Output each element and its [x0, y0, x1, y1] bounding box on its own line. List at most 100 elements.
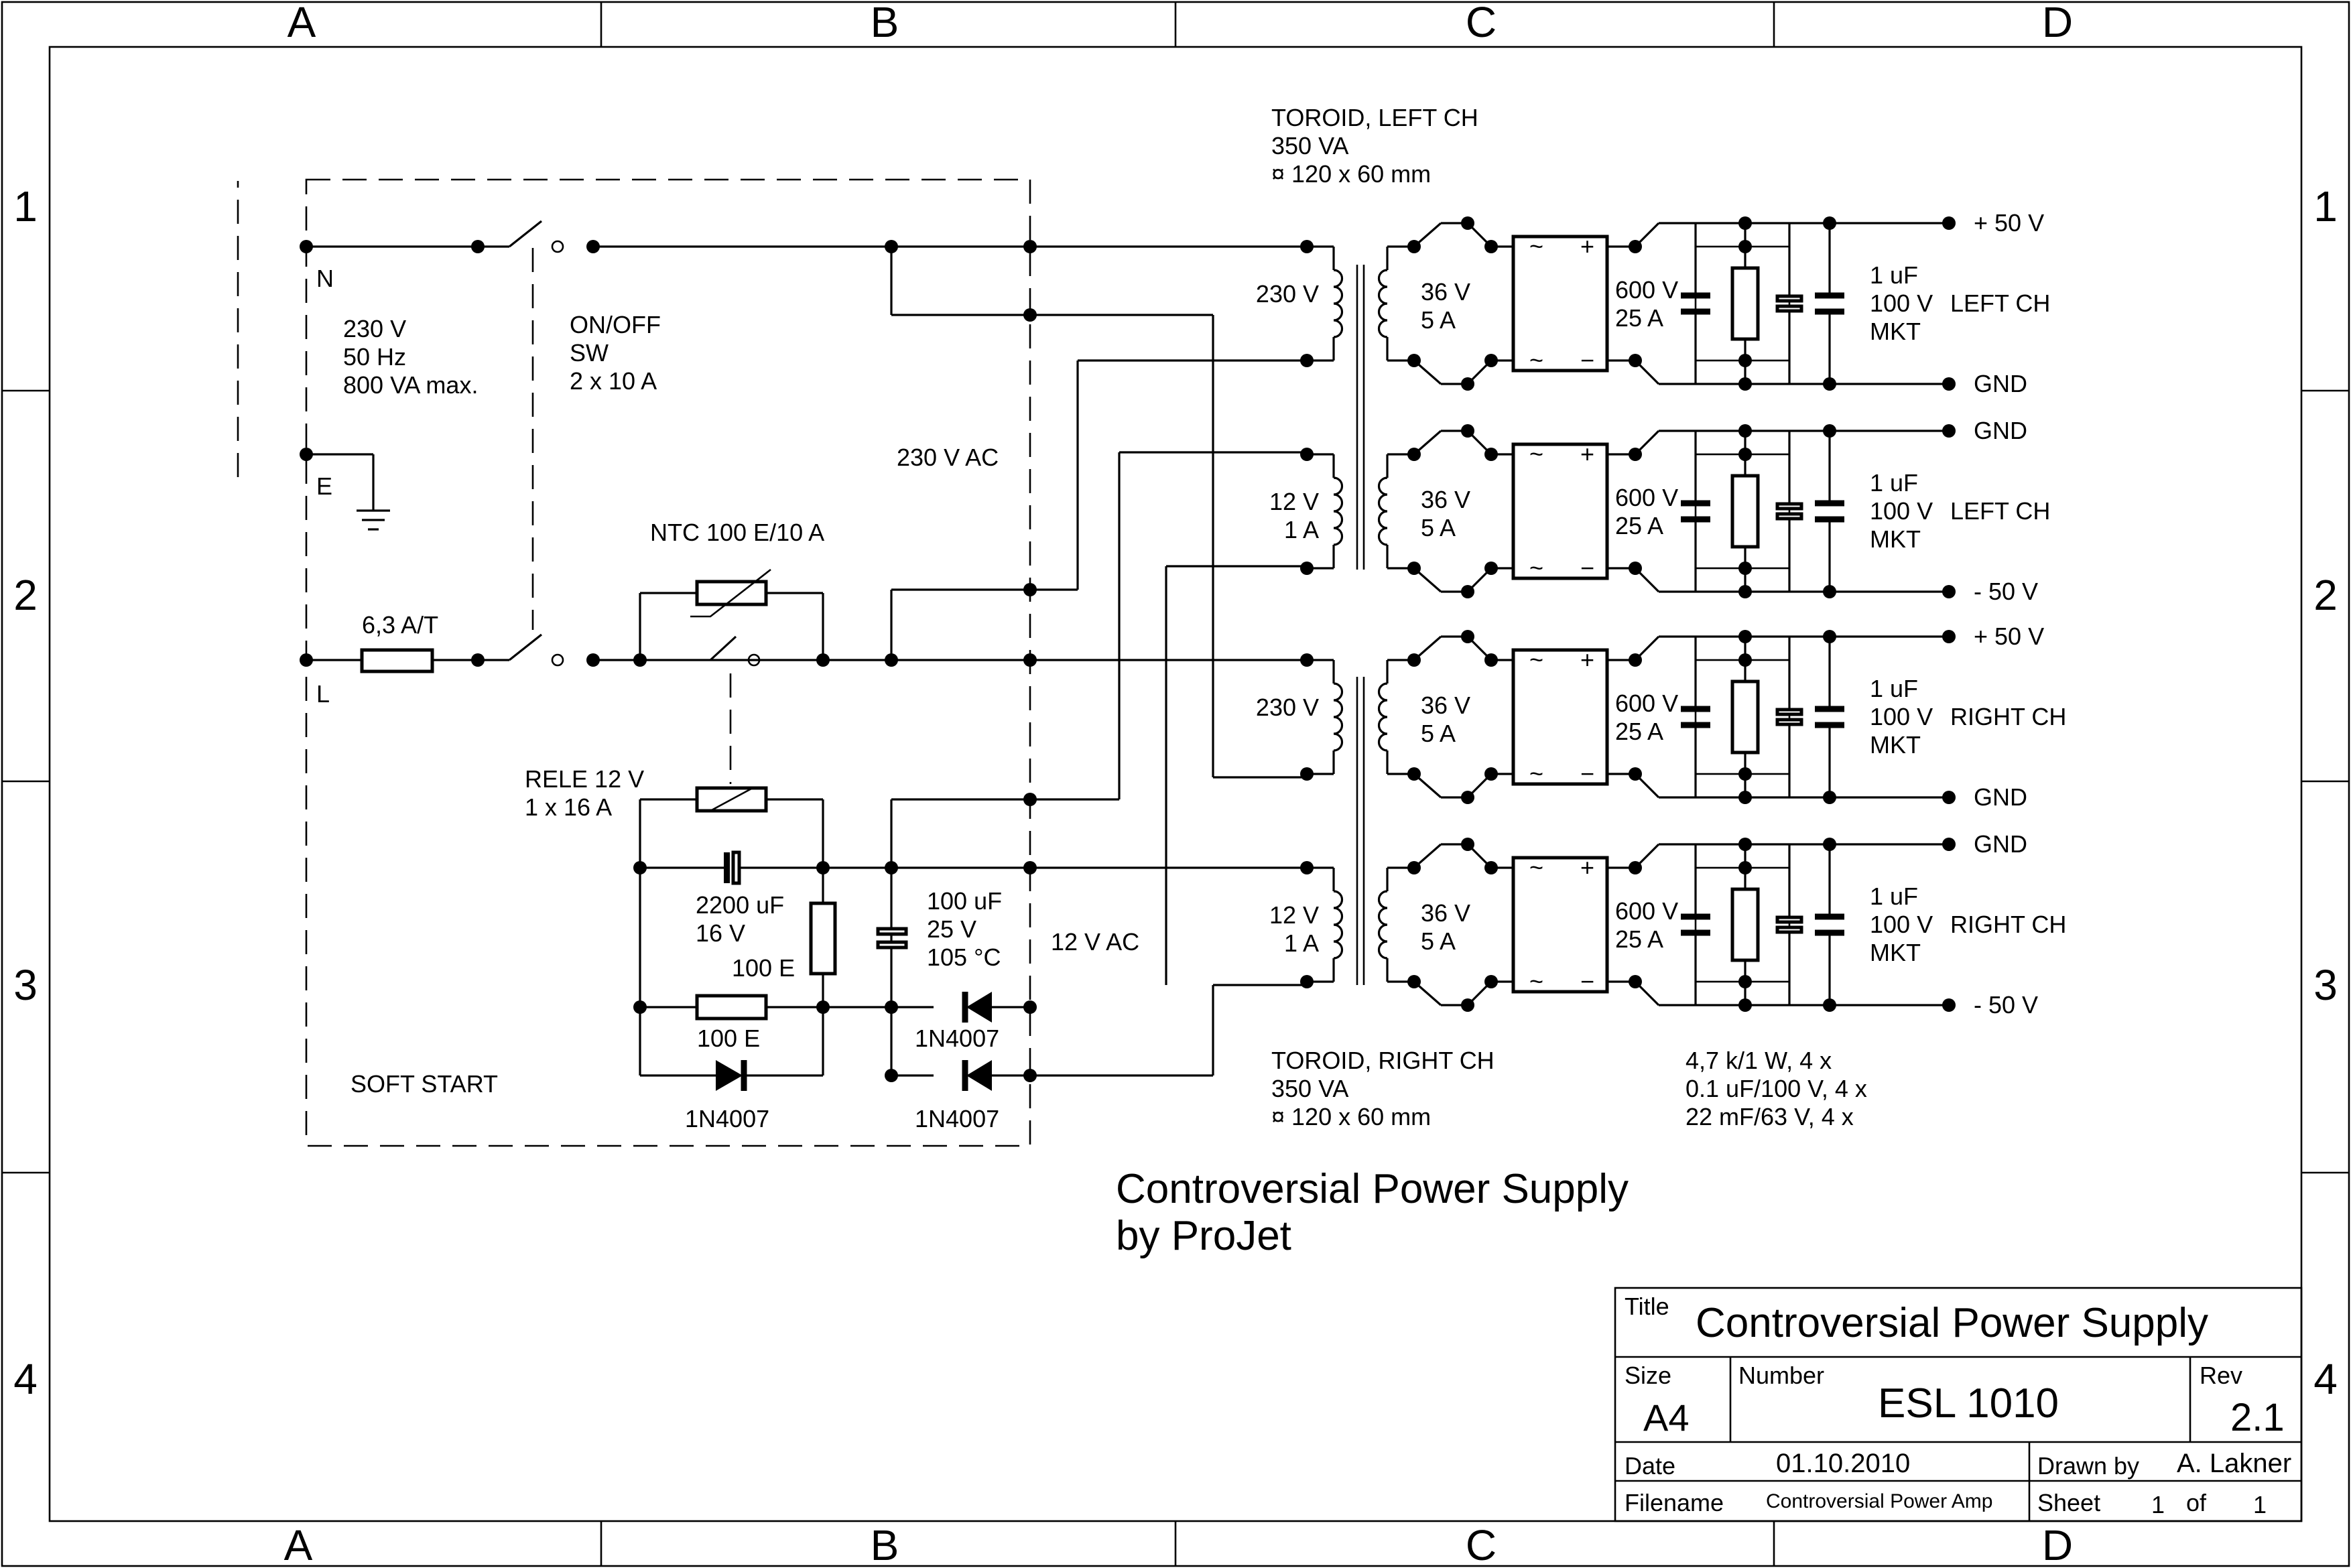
title-block-number: ESL 1010: [1878, 1380, 2059, 1427]
output-bottom-label: - 50 V: [1974, 991, 2038, 1019]
ntc-label: NTC 100 E/10 A: [650, 519, 824, 546]
bulk-cap-voltage-label: 600 V: [1615, 690, 1678, 717]
primary-bottom-label: 1 A: [1284, 516, 1319, 543]
bridge-ac-bottom-symbol: ~: [1529, 760, 1543, 787]
bridge-rectifier-symbol: [1511, 648, 1609, 786]
title-block-date-label: Date: [1625, 1452, 1675, 1480]
cap-100-label-line2: 25 V: [927, 915, 976, 943]
bleeder-resistor-symbol: [1730, 679, 1760, 755]
electrolytic-cap-plate-right: [731, 850, 741, 885]
relay-label-line2: 1 x 16 A: [525, 793, 612, 821]
resistor-vertical-symbol: [809, 901, 837, 976]
toroid-labels: TOROID, LEFT CH 350 VA ¤ 120 x 60 mm TOR…: [1271, 104, 1495, 1130]
bridge-minus-symbol: −: [1580, 968, 1594, 995]
column-label-a: A: [288, 0, 316, 46]
input-voltage-label: 230 V: [343, 315, 406, 342]
secondary-voltage-label: 36 V: [1421, 278, 1470, 306]
bridge-plus-symbol: +: [1580, 646, 1594, 673]
title-block-filename: Controversial Power Amp: [1766, 1490, 1992, 1512]
secondary-current-label: 5 A: [1421, 514, 1456, 541]
toroid-left-line2: 350 VA: [1271, 132, 1348, 159]
title-block-drawn-label: Drawn by: [2037, 1452, 2139, 1480]
toroid-left-line1: TOROID, LEFT CH: [1271, 104, 1478, 131]
output-bottom-label: GND: [1974, 783, 2027, 811]
title-block-title: Controversial Power Supply: [1696, 1300, 2208, 1346]
film-cap-value-label: 1 uF: [1870, 261, 1918, 289]
input-power-label: 800 VA max.: [343, 371, 478, 399]
primary-top-label: 12 V: [1269, 901, 1319, 929]
film-cap-voltage-label: 100 V: [1870, 497, 1933, 525]
film-cap-type-label: MKT: [1870, 525, 1921, 553]
title-block-sheet: 1: [2151, 1491, 2165, 1518]
film-cap-value-label: 1 uF: [1870, 883, 1918, 910]
toroid-right-line3: ¤ 120 x 60 mm: [1271, 1103, 1431, 1130]
column-label-b-bottom: B: [871, 1521, 899, 1568]
electrolytic-cap-plate-left: [724, 852, 730, 883]
column-label-d: D: [2042, 0, 2073, 46]
row-label-1-right: 1: [2313, 182, 2338, 231]
row-label-2-right: 2: [2313, 571, 2338, 619]
bridge-ac-top-symbol: ~: [1529, 440, 1543, 468]
row-label-1: 1: [13, 182, 38, 231]
bridge-ac-top-symbol: ~: [1529, 646, 1543, 673]
column-label-c: C: [1466, 0, 1497, 46]
frame-column-labels: A B C D A B C D: [284, 0, 2073, 1568]
secondary-voltage-label: 36 V: [1421, 692, 1470, 719]
channel-label: RIGHT CH: [1950, 911, 2066, 938]
secondary-current-label: 5 A: [1421, 306, 1456, 334]
film-cap-type-label: MKT: [1870, 939, 1921, 966]
soft-start-label: SOFT START: [351, 1070, 498, 1098]
bridge-ac-bottom-symbol: ~: [1529, 968, 1543, 995]
bulk-cap-voltage-label: 600 V: [1615, 276, 1678, 304]
bulk-cap-current-label: 25 A: [1615, 718, 1663, 745]
relay-contact-blade: [709, 635, 737, 661]
diode-right-top-label: 1N4007: [915, 1025, 999, 1052]
bom-line2: 0.1 uF/100 V, 4 x: [1686, 1075, 1867, 1102]
output-bottom-label: - 50 V: [1974, 578, 2038, 605]
bridge-rectifier-symbol: [1511, 856, 1609, 994]
bridge-ac-bottom-symbol: ~: [1529, 346, 1543, 374]
bulk-cap-current-label: 25 A: [1615, 304, 1663, 332]
bulk-cap-current-label: 25 A: [1615, 512, 1663, 539]
primary-top-label: 230 V: [1256, 280, 1319, 308]
secondary-current-label: 5 A: [1421, 720, 1456, 747]
fuse-label: 6,3 A/T: [362, 611, 438, 639]
caption-line2: by ProJet: [1116, 1213, 1291, 1259]
bridge-ac-top-symbol: ~: [1529, 233, 1543, 260]
title-block-rev: 2.1: [2230, 1396, 2285, 1439]
bleeder-resistor-symbol: [1730, 474, 1760, 549]
bridge-ac-top-symbol: ~: [1529, 854, 1543, 881]
toroid-right-line1: TOROID, RIGHT CH: [1271, 1047, 1495, 1074]
bridge-minus-symbol: −: [1580, 346, 1594, 374]
res-vertical-label: 100 E: [732, 954, 795, 982]
film-cap-voltage-label: 100 V: [1870, 911, 1933, 938]
cap-100uf-plate-top: [876, 927, 908, 936]
res-horizontal-label: 100 E: [697, 1025, 760, 1052]
bulk-cap-current-label: 25 A: [1615, 925, 1663, 953]
l-label: L: [316, 680, 330, 708]
channel-label: RIGHT CH: [1950, 703, 2066, 730]
title-block: Title Controversial Power Supply Size A4…: [1614, 1287, 2303, 1522]
bleeder-resistor-symbol: [1730, 266, 1760, 341]
ac12-label: 12 V AC: [1051, 928, 1139, 956]
column-label-a-bottom: A: [284, 1521, 313, 1568]
bom-notes: 4,7 k/1 W, 4 x 0.1 uF/100 V, 4 x 22 mF/6…: [1686, 1047, 1867, 1130]
cap-2200-label-line2: 16 V: [696, 919, 745, 947]
ac230-label: 230 V AC: [897, 444, 999, 471]
bridge-minus-symbol: −: [1580, 554, 1594, 582]
secondary-voltage-label: 36 V: [1421, 486, 1470, 513]
bulk-cap-voltage-label: 600 V: [1615, 897, 1678, 925]
ground-icon: [357, 509, 390, 531]
diode-right-bottom-label: 1N4007: [915, 1105, 999, 1132]
title-block-size: A4: [1643, 1396, 1690, 1439]
title-block-of: 1: [2253, 1491, 2267, 1518]
relay-label-line1: RELE 12 V: [525, 765, 644, 793]
title-block-rev-label: Rev: [2200, 1362, 2242, 1389]
channel-label: LEFT CH: [1950, 289, 2050, 317]
